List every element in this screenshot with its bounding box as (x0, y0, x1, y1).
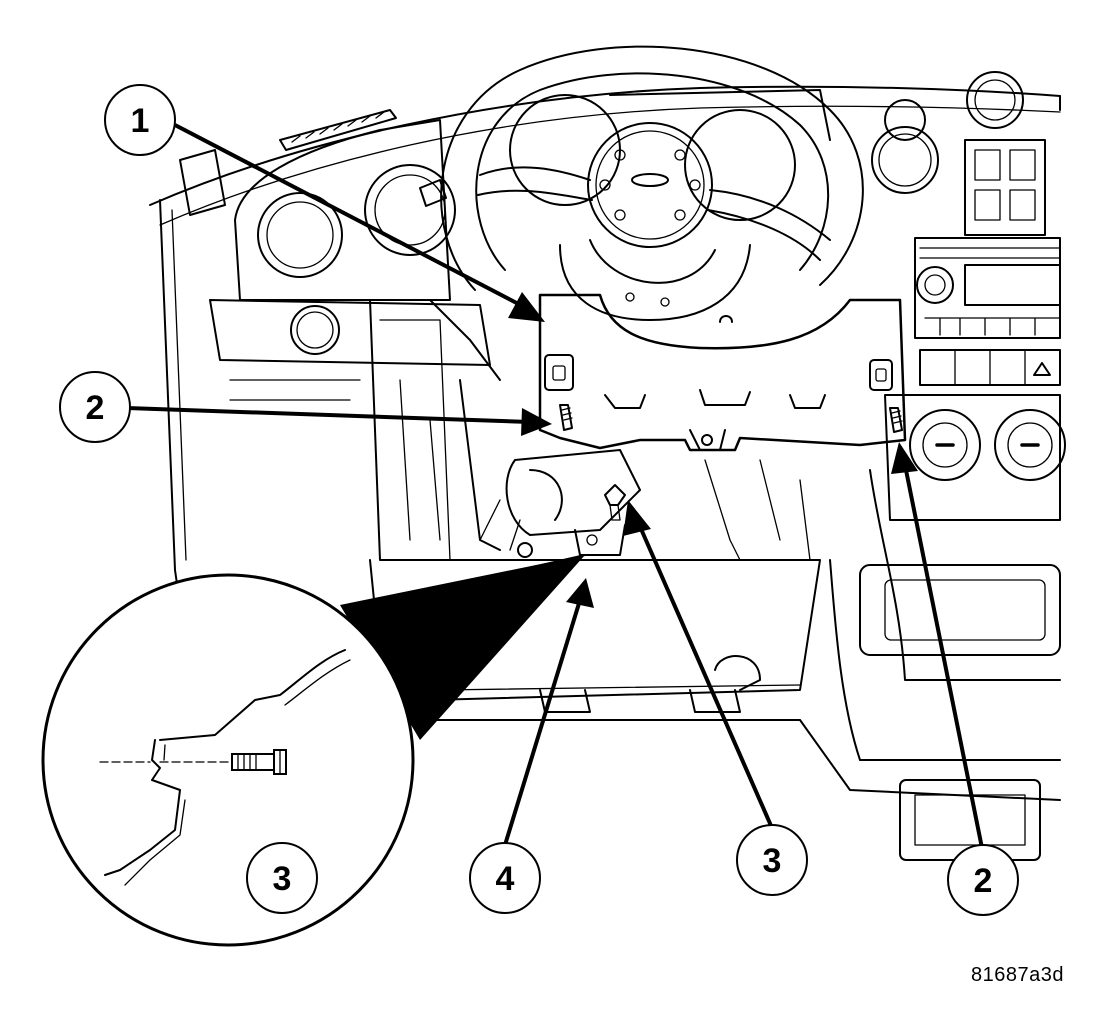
arrowhead-4 (566, 578, 594, 608)
leader-line-2-right (903, 464, 984, 849)
instrument-cluster (209, 89, 831, 366)
callout-4: 4 (469, 842, 541, 914)
callout-2-left: 2 (59, 371, 131, 443)
callout-3-main-label: 3 (763, 842, 782, 880)
callout-3-detail-label: 3 (273, 860, 292, 898)
leader-line-1 (174, 123, 531, 312)
arrowhead-2-right (891, 442, 918, 474)
arrowhead-3-main (623, 500, 651, 536)
callout-3-detail: 3 (246, 842, 318, 914)
figure-id: 81687a3d (971, 964, 1064, 986)
leader-lines (126, 123, 984, 849)
detail-view (41, 554, 586, 947)
steering-wheel (440, 45, 864, 321)
arrowhead-2-left (521, 408, 552, 436)
callout-3-main: 3 (736, 824, 808, 896)
leader-line-2-left (126, 406, 531, 424)
leader-line-4 (503, 599, 582, 846)
steering-column (479, 449, 641, 558)
leader-line-3-main (636, 521, 774, 829)
center-stack (859, 71, 1066, 861)
steering-column-opening-cover (538, 292, 907, 452)
callout-2-right-label: 2 (974, 862, 993, 900)
detail-view-circle (41, 573, 415, 947)
cover-screws (559, 404, 903, 521)
callout-2-right: 2 (947, 844, 1019, 916)
callout-4-label: 4 (496, 860, 515, 898)
callout-1: 1 (104, 84, 176, 156)
callout-2-left-label: 2 (86, 389, 105, 427)
callout-1-label: 1 (131, 102, 150, 140)
arrowhead-1 (508, 292, 545, 322)
